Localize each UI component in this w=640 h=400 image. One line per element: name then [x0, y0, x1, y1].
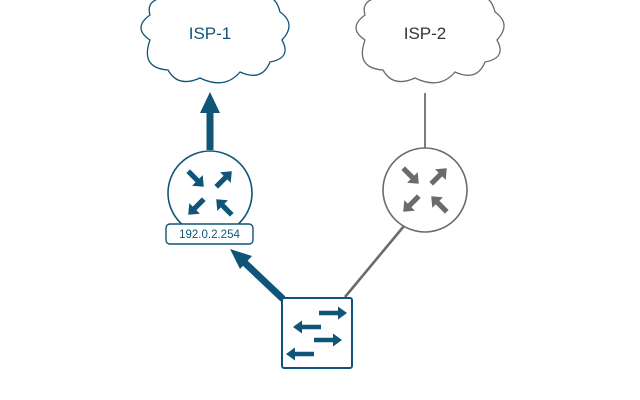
- router-1: [167, 150, 253, 236]
- link-router1-isp1-arrow: [200, 92, 220, 150]
- router-2: [382, 147, 468, 233]
- ip-label-text: 192.0.2.254: [179, 229, 240, 241]
- ip-label: 192.0.2.254: [165, 223, 254, 245]
- link-switch-router2: [344, 225, 405, 298]
- cloud-isp2: ISP-2: [355, 0, 505, 84]
- cloud-isp1: ISP-1: [140, 0, 290, 84]
- link-switch-router1-arrow: [230, 249, 286, 302]
- cloud-label-isp2: ISP-2: [404, 24, 447, 43]
- switch: [281, 297, 353, 369]
- cloud-label-isp1: ISP-1: [189, 24, 232, 43]
